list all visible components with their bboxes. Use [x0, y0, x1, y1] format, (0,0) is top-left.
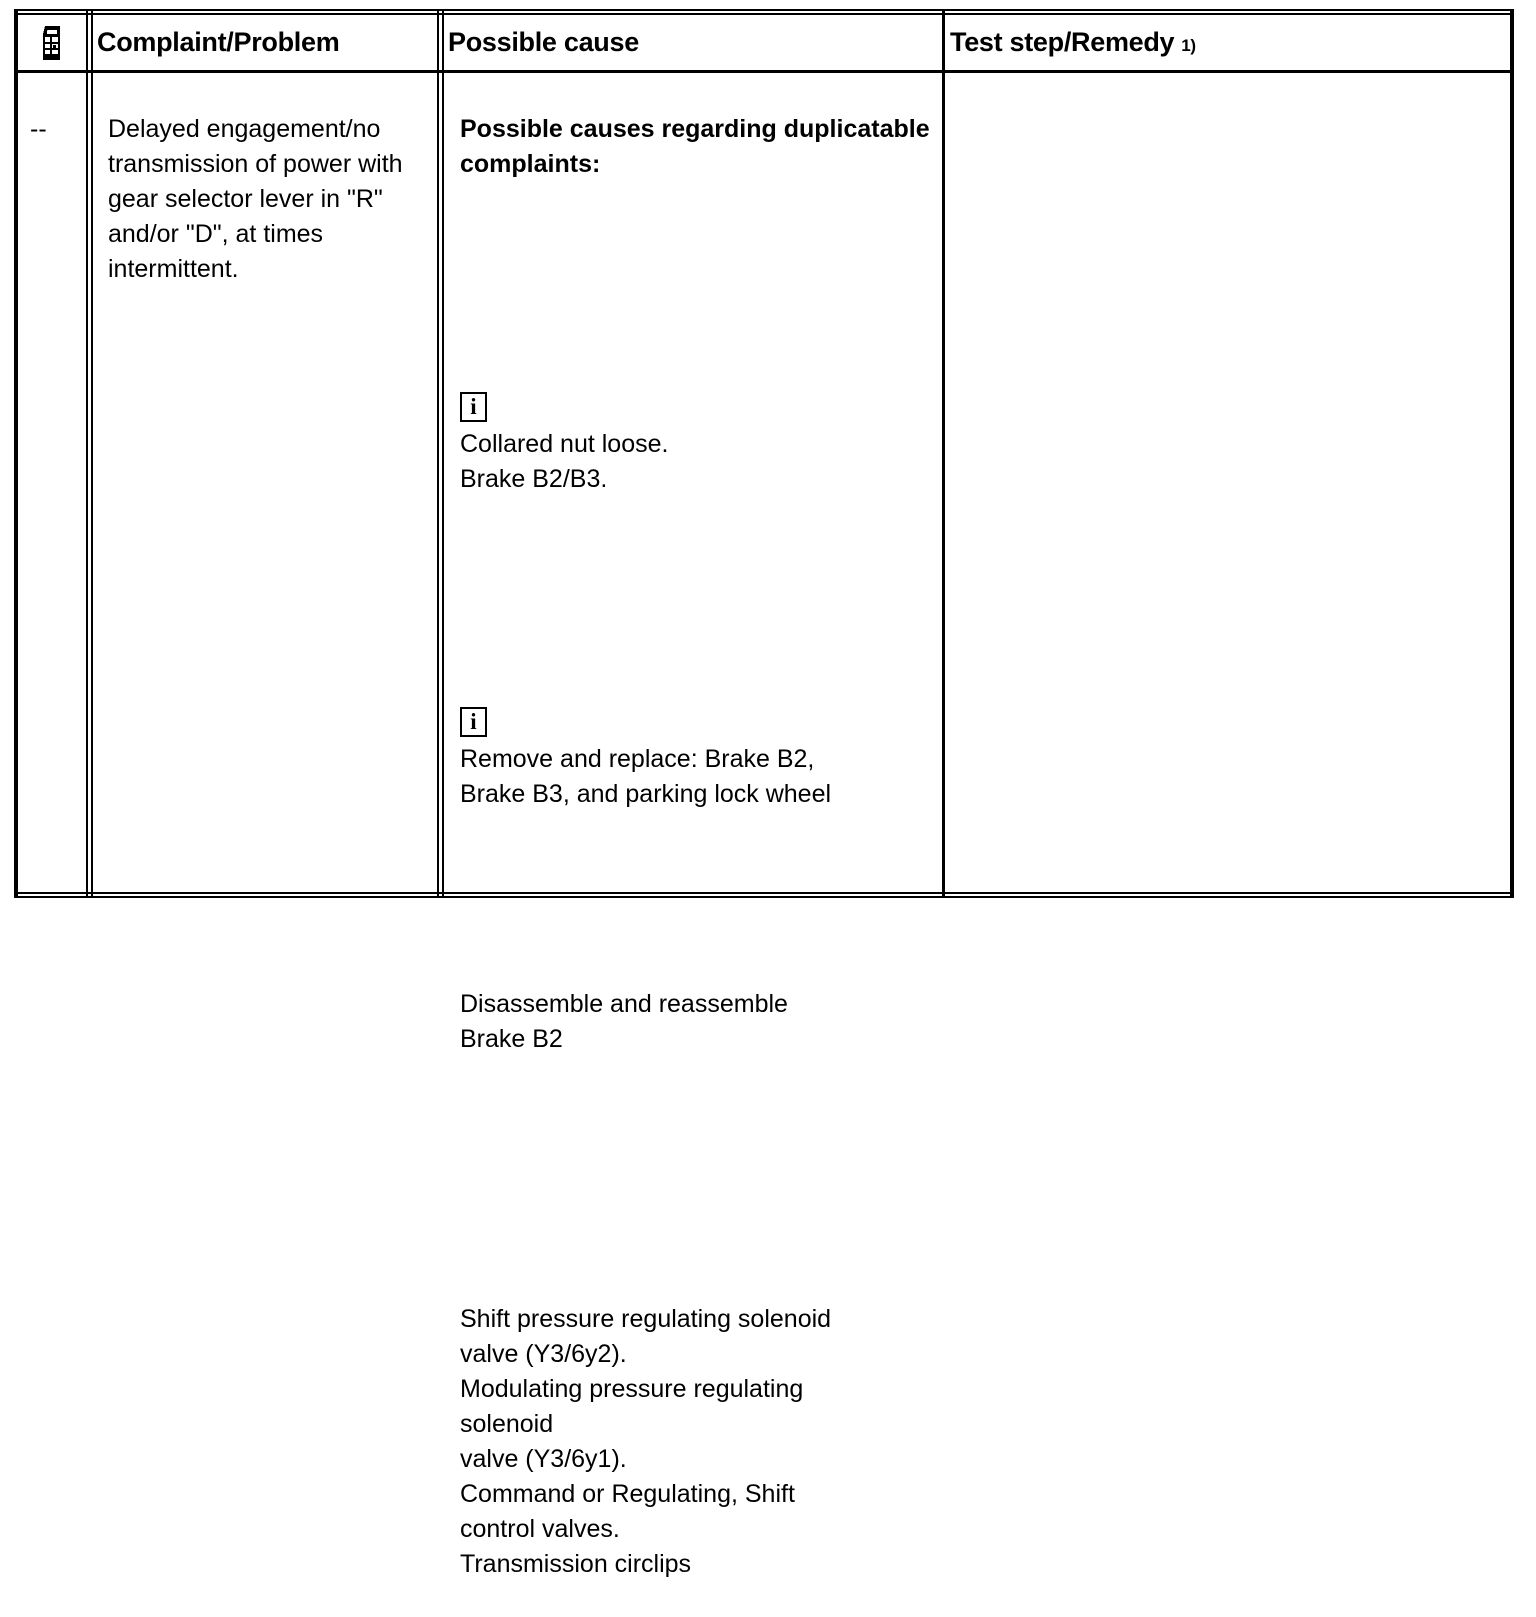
- column-header-complaint: Complaint/Problem: [97, 15, 437, 70]
- column-header-cause-label: Possible cause: [448, 27, 639, 57]
- info-icon: i: [460, 392, 487, 422]
- table-border-right: [1510, 9, 1514, 898]
- info-icon-row-2: i: [460, 672, 940, 737]
- document-page: Complaint/Problem Possible cause Test st…: [14, 9, 1514, 1578]
- table-border-bottom-inner: [14, 896, 1514, 898]
- column-divider-3: [942, 9, 945, 898]
- column-header-remedy-footnote-ref: 1): [1181, 35, 1196, 55]
- table-row-complaint: Delayed engagement/no transmission of po…: [97, 77, 433, 287]
- cause-block-1-text: Collared nut loose. Brake B2/B3.: [460, 430, 669, 493]
- table-row-cause: Possible causes regarding duplicatable c…: [448, 77, 940, 1617]
- cause-block-2-text: Remove and replace: Brake B2, Brake B3, …: [460, 745, 832, 808]
- table-row-id: --: [18, 77, 86, 147]
- column-divider-2-outer: [437, 9, 439, 898]
- column-header-cause: Possible cause: [448, 15, 942, 70]
- complaint-text: Delayed engagement/no transmission of po…: [108, 115, 403, 283]
- cause-block-4-text: Shift pressure regulating solenoid valve…: [460, 1305, 832, 1578]
- column-divider-1-inner: [91, 9, 93, 898]
- header-row-separator: [14, 70, 1514, 73]
- table-border-top-inner: [14, 13, 1514, 15]
- column-header-icon: [18, 15, 86, 70]
- info-icon: i: [460, 707, 487, 737]
- column-divider-1-outer: [86, 9, 88, 898]
- column-header-remedy-label: Test step/Remedy: [950, 27, 1175, 57]
- column-divider-2-inner: [442, 9, 444, 898]
- column-header-complaint-label: Complaint/Problem: [97, 27, 340, 57]
- table-border-bottom-outer: [14, 892, 1514, 894]
- row-id-value: --: [30, 115, 47, 143]
- info-icon-row-1: i: [460, 357, 940, 422]
- table-border-left: [14, 9, 18, 898]
- scanner-device-icon: [43, 25, 60, 60]
- cause-spacer-3: [460, 882, 940, 917]
- table-border-top-outer: [14, 9, 1514, 11]
- table-row-remedy: [950, 77, 1508, 147]
- cause-spacer-2: [460, 567, 940, 602]
- cause-block-3-text: Disassemble and reassemble Brake B2: [460, 990, 788, 1053]
- diagnostic-table: Complaint/Problem Possible cause Test st…: [14, 9, 1514, 1578]
- column-header-remedy: Test step/Remedy 1): [950, 15, 1510, 70]
- cause-spacer-1: [460, 252, 940, 287]
- cause-spacer-4a: [460, 1127, 940, 1162]
- cause-spacer-4b: [460, 1197, 940, 1232]
- cause-heading: Possible causes regarding duplicatable c…: [460, 115, 930, 178]
